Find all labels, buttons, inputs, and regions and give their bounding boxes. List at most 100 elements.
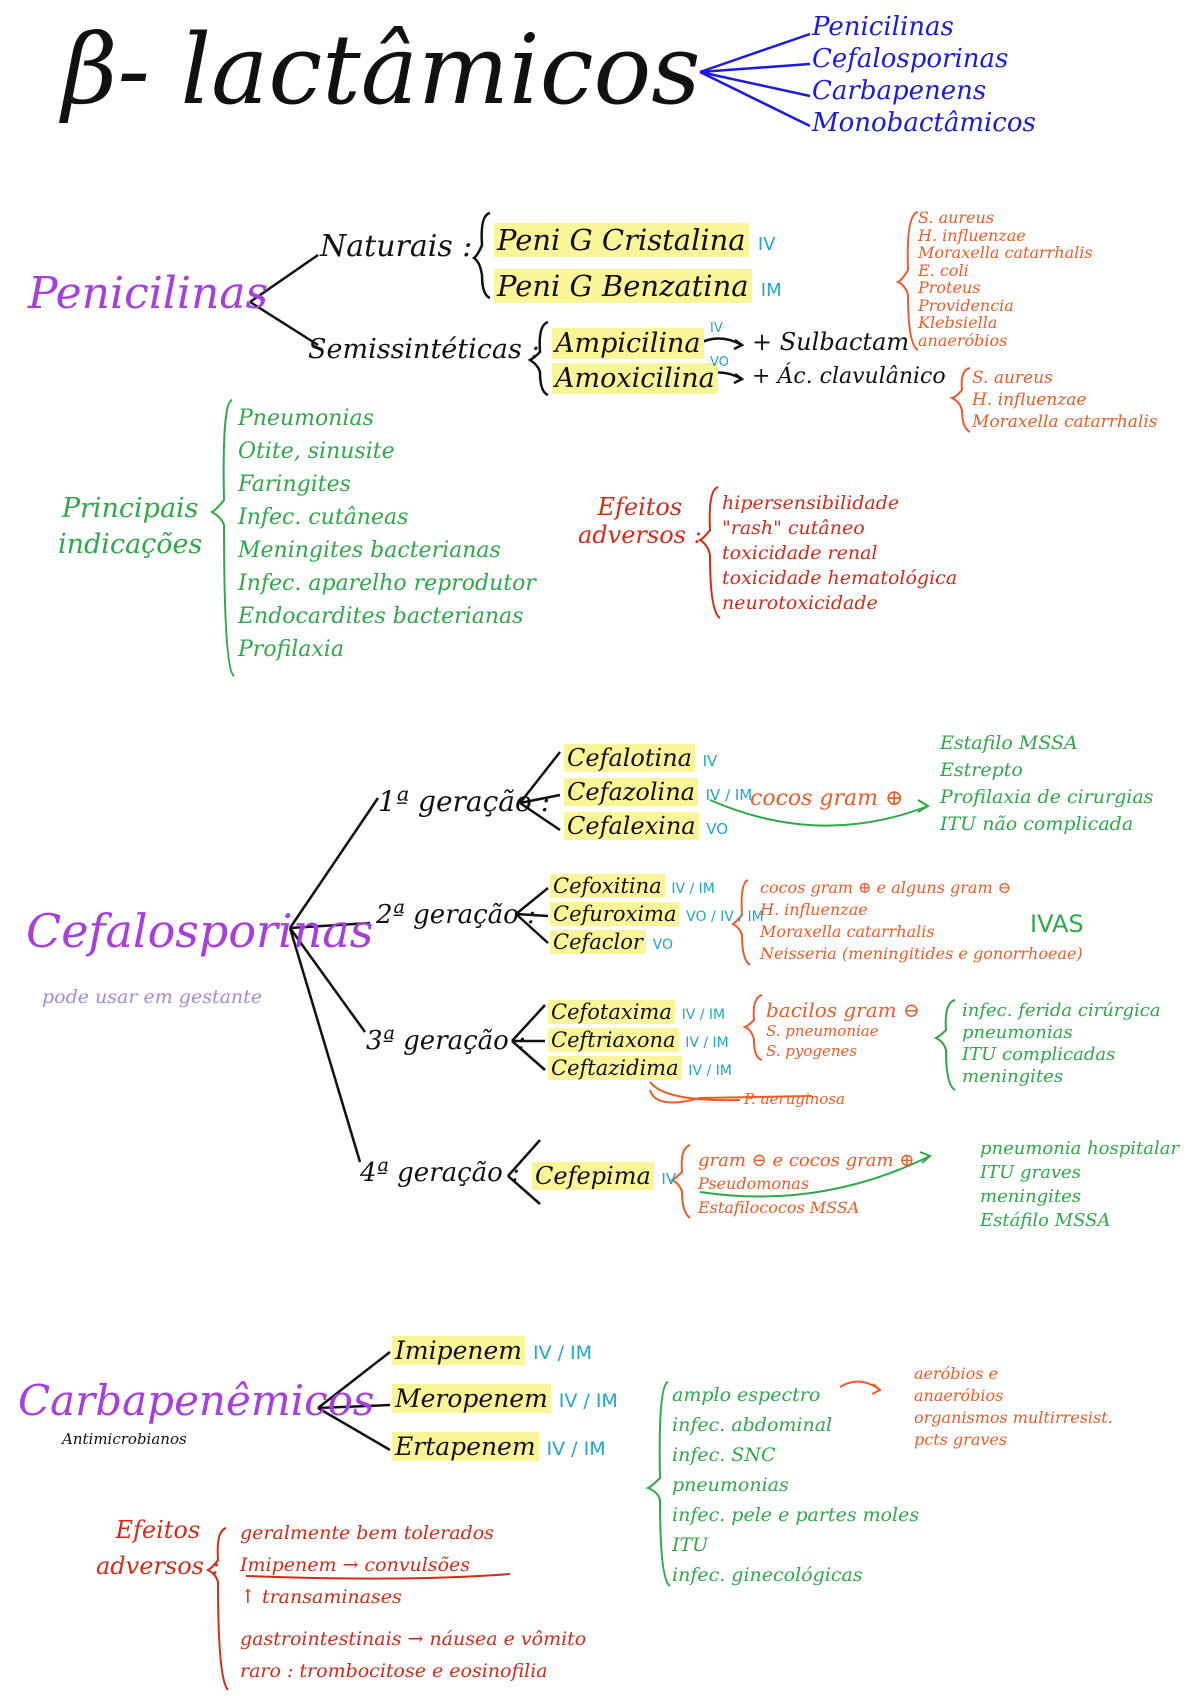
efeitos-label-line: adversos :: [578, 521, 702, 549]
carbapenemicos-sublabel: Antimicrobianos: [62, 1430, 187, 1448]
indicacao-item: Infec. aparelho reprodutor: [238, 571, 536, 596]
spectrum-item: S. pyogenes: [766, 1042, 858, 1060]
use-item: meningites: [962, 1066, 1064, 1087]
ampicilina-route: IV: [710, 321, 723, 336]
drug-name: Amoxicilina: [552, 363, 718, 394]
drug-name: Ceftriaxona: [548, 1028, 679, 1052]
amoxicilina-route: VO: [710, 355, 729, 370]
efeitos-label-line: Efeitos: [115, 1516, 201, 1544]
indicacao-item: Infec. cutâneas: [238, 505, 409, 530]
drug-cefepima: Cefepima IV: [532, 1162, 677, 1190]
efeito-item: geralmente bem tolerados: [240, 1522, 494, 1544]
drug-route: VO: [652, 937, 673, 953]
spectrum-item: anaeróbios: [918, 330, 1008, 350]
ampicilina-spectrum: S. aureus H. influenzae Moraxella catarr…: [918, 210, 1093, 350]
use-item: ITU complicadas: [962, 1044, 1116, 1065]
carbapenemicos-heading: Carbapenêmicos: [18, 1376, 375, 1425]
indicacao-item: infec. SNC: [672, 1444, 776, 1466]
indicacao-item: infec. abdominal: [672, 1414, 833, 1436]
page-title: β- lactâmicos: [62, 14, 701, 126]
efeito-item: raro : trombocitose e eosinofilia: [240, 1660, 548, 1682]
use-item: Profilaxia de cirurgias: [940, 786, 1154, 808]
carbapenemicos-espectro-detail: aeróbios e anaeróbios organismos multirr…: [914, 1366, 1113, 1454]
drug-name: Cefuroxima: [550, 902, 680, 926]
drug-meropenem: Meropenem IV / IM: [392, 1384, 618, 1434]
spectrum-item: Providencia: [918, 295, 1014, 315]
spectrum-item: bacilos gram ⊖: [766, 998, 920, 1022]
penicilinas-efeitos-list: hipersensibilidade "rash" cutâneo toxici…: [722, 494, 957, 619]
efeito-item: hipersensibilidade: [722, 492, 900, 514]
use-item: Estrepto: [940, 759, 1023, 781]
indicacoes-label-line: indicações: [58, 529, 203, 560]
drug-name: Ceftazidima: [548, 1056, 682, 1080]
spectrum-item: S. aureus: [918, 208, 995, 227]
indicacao-item: pneumonias: [672, 1474, 789, 1496]
g3-label: 3ª geração :: [366, 1026, 526, 1056]
use-item: ITU não complicada: [940, 813, 1134, 835]
indicacao-item: Meningites bacterianas: [238, 538, 501, 563]
drug-route: IV / IM: [532, 1342, 593, 1364]
drug-ceftazidima: Ceftazidima IV / IM: [548, 1056, 732, 1086]
drug-route: IV / IM: [705, 786, 753, 804]
efeito-item: toxicidade renal: [722, 542, 878, 564]
indicacoes-label-line: Principais: [61, 493, 199, 524]
use-item: infec. ferida cirúrgica: [962, 1000, 1161, 1021]
ampicilina-combo: + Sulbactam: [752, 328, 910, 356]
g3-uses: infec. ferida cirúrgica pneumonias ITU c…: [962, 1002, 1161, 1090]
drug-route: IV: [757, 234, 776, 255]
drug-route: VO / IV / IM: [686, 909, 764, 925]
class-monobactamicos: Monobactâmicos: [812, 108, 1036, 138]
g3-spectrum: bacilos gram ⊖ S. pneumoniae S. pyogenes: [766, 1000, 920, 1064]
drug-route: IV / IM: [671, 881, 715, 897]
indicacao-item: Profilaxia: [238, 637, 344, 662]
espectro-item: organismos multirresist.: [914, 1408, 1113, 1427]
espectro-item: aeróbios e: [914, 1364, 999, 1383]
drug-route: IV: [702, 752, 718, 770]
drug-cefalexina: Cefalexina VO: [564, 812, 752, 848]
spectrum-item: Estafilococos MSSA: [698, 1198, 860, 1217]
drug-route: IV / IM: [685, 1035, 729, 1051]
drug-name: Peni G Benzatina: [494, 269, 752, 303]
drug-ertapenem: Ertapenem IV / IM: [392, 1432, 618, 1482]
drug-name: Cefalotina: [564, 744, 695, 772]
drug-name: Cefoxitina: [550, 874, 665, 898]
cefalosporinas-heading: Cefalosporinas: [26, 904, 374, 958]
carbapenemicos-drugs: Imipenem IV / IM Meropenem IV / IM Ertap…: [392, 1336, 618, 1482]
drug-name: Cefalexina: [564, 812, 699, 840]
drug-name: Cefaclor: [550, 930, 646, 954]
drug-name: Cefazolina: [564, 778, 698, 806]
espectro-item: pcts graves: [914, 1430, 1008, 1449]
g1-spectrum: cocos gram ⊕: [750, 786, 904, 811]
spectrum-item: Klebsiella: [918, 313, 998, 332]
penicilinas-heading: Penicilinas: [28, 268, 269, 319]
drug-cefotaxima: Cefotaxima IV / IM: [548, 1000, 732, 1030]
drug-imipenem: Imipenem IV / IM: [392, 1336, 618, 1386]
drug-route: IV: [661, 1170, 677, 1188]
g2-label: 2ª geração :: [376, 900, 536, 930]
g2-spectrum: cocos gram ⊕ e alguns gram ⊖ H. influenz…: [760, 880, 1083, 968]
drug-name: Cefotaxima: [548, 1000, 675, 1024]
drug-route: IV / IM: [546, 1438, 606, 1460]
spectrum-item: H. influenzae: [972, 390, 1087, 410]
spectrum-item: S. aureus: [972, 368, 1053, 388]
efeito-item: toxicidade hematológica: [722, 567, 958, 589]
amoxicilina-combo: + Ác. clavulânico: [752, 364, 946, 389]
drug-cefazolina: Cefazolina IV / IM: [564, 778, 753, 814]
use-item: Estafilo MSSA: [940, 732, 1078, 754]
indicacao-item: infec. ginecológicas: [672, 1564, 863, 1586]
drug-route: IV / IM: [688, 1063, 732, 1079]
efeitos-label-line: Efeitos: [597, 493, 683, 521]
spectrum-item: Moraxella catarrhalis: [918, 243, 1093, 262]
drug-route: IV / IM: [681, 1007, 726, 1023]
spectrum-item: S. pneumoniae: [766, 1022, 879, 1040]
ceftazidima-note: P. aeruginosa: [744, 1090, 845, 1108]
use-item: pneumonia hospitalar: [980, 1138, 1180, 1159]
class-carbapenens: Carbapenens: [812, 76, 987, 106]
indicacoes-label: Principais indicações: [58, 495, 202, 567]
g4-uses: pneumonia hospitalar ITU graves meningit…: [980, 1140, 1179, 1236]
g3-drugs: Cefotaxima IV / IM Ceftriaxona IV / IM C…: [548, 1000, 732, 1086]
efeito-item: gastrointestinais → náusea e vômito: [240, 1628, 587, 1650]
drug-name: Ertapenem: [392, 1432, 539, 1461]
class-penicilinas: Penicilinas: [812, 12, 954, 42]
spectrum-item: Moraxella catarrhalis: [760, 922, 935, 941]
